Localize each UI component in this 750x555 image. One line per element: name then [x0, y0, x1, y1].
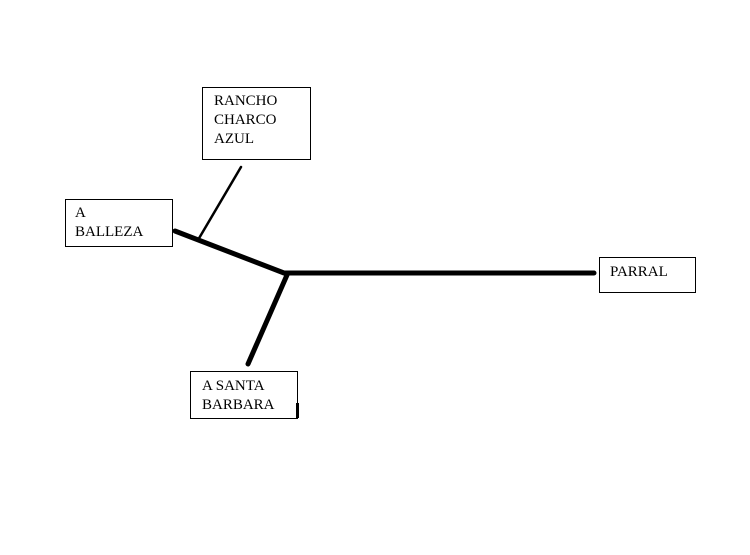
balleza-label-line-2: BALLEZA [75, 224, 144, 240]
santa-barbara-label-line-1: A SANTA [202, 378, 265, 394]
santa-barbara-label-line-2: BARBARA [202, 397, 275, 413]
rancho-label-line-3: AZUL [214, 131, 254, 147]
road-to-balleza [172, 228, 287, 276]
rancho-label-line-2: CHARCO [214, 112, 277, 128]
balleza-label-line-1: A [75, 205, 86, 221]
parral-label: PARRAL [599, 257, 696, 293]
rancho-charco-azul-label: RANCHO CHARCO AZUL [202, 87, 311, 160]
balleza-label: A BALLEZA [65, 199, 173, 247]
road-to-rancho-charco-azul [196, 165, 243, 242]
stray-mark [296, 403, 299, 418]
road-to-santa-barbara [245, 272, 290, 367]
parral-label-line-1: PARRAL [610, 264, 668, 280]
santa-barbara-label: A SANTA BARBARA [190, 371, 298, 419]
rancho-label-line-1: RANCHO [214, 93, 278, 109]
